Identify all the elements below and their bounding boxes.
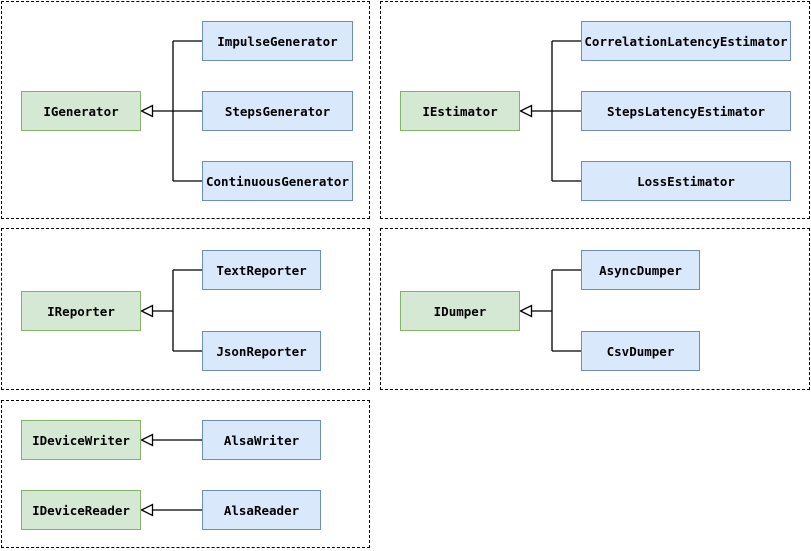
class-node-steps-latency-estimator: StepsLatencyEstimator — [581, 91, 791, 131]
class-node-continuous-generator: ContinuousGenerator — [202, 161, 353, 201]
interface-node-iestimator: IEstimator — [400, 91, 520, 131]
connector-lines — [532, 40, 581, 182]
open-triangle-arrowhead-icon — [140, 433, 154, 447]
panel-estimators: IEstimator CorrelationLatencyEstimator S… — [380, 1, 810, 219]
panel-reporters: IReporter TextReporter JsonReporter — [1, 228, 370, 390]
panel-devices: IDeviceWriter AlsaWriter IDeviceReader A… — [1, 400, 370, 548]
class-node-text-reporter: TextReporter — [202, 250, 321, 290]
open-triangle-arrowhead-icon — [519, 104, 533, 118]
interface-node-igenerator: IGenerator — [21, 91, 141, 131]
panel-generators: IGenerator ImpulseGenerator StepsGenerat… — [1, 1, 370, 219]
connector-lines — [153, 40, 202, 182]
open-triangle-arrowhead-icon — [140, 503, 154, 517]
connector-lines — [152, 269, 202, 352]
connector-lines — [531, 269, 581, 352]
class-node-loss-estimator: LossEstimator — [581, 161, 791, 201]
class-node-impulse-generator: ImpulseGenerator — [202, 21, 353, 61]
class-node-csv-dumper: CsvDumper — [581, 331, 700, 371]
open-triangle-arrowhead-icon — [519, 304, 533, 318]
interface-node-idevicereader: IDeviceReader — [21, 490, 141, 530]
class-node-json-reporter: JsonReporter — [202, 331, 321, 371]
class-node-correlation-latency-estimator: CorrelationLatencyEstimator — [581, 21, 791, 61]
open-triangle-arrowhead-icon — [140, 104, 154, 118]
connector-lines — [152, 439, 202, 511]
interface-node-idevicewriter: IDeviceWriter — [21, 420, 141, 460]
class-node-async-dumper: AsyncDumper — [581, 250, 700, 290]
open-triangle-arrowhead-icon — [140, 304, 154, 318]
panel-dumpers: IDumper AsyncDumper CsvDumper — [380, 228, 810, 390]
class-node-steps-generator: StepsGenerator — [202, 91, 353, 131]
class-node-alsa-reader: AlsaReader — [202, 490, 321, 530]
interface-node-idumper: IDumper — [400, 291, 520, 331]
class-node-alsa-writer: AlsaWriter — [202, 420, 321, 460]
interface-node-ireporter: IReporter — [21, 291, 141, 331]
